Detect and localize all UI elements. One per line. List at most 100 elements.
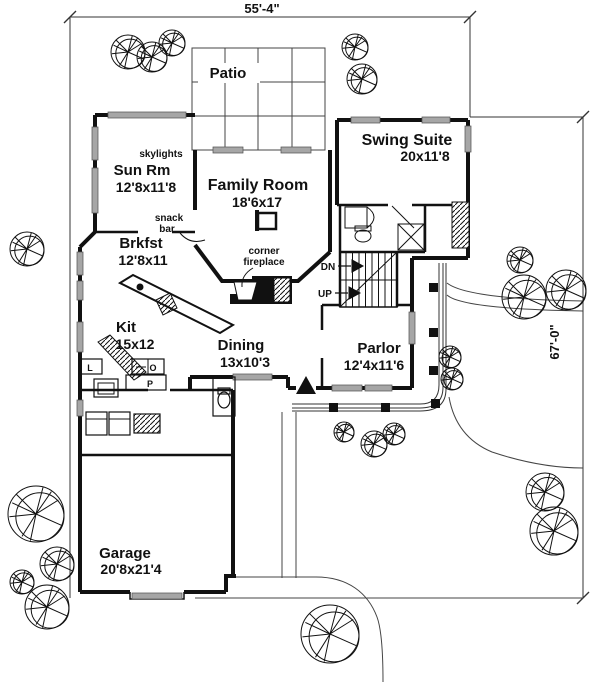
fireplace-hatch [274, 278, 290, 302]
wardrobe-hatch [451, 201, 470, 249]
note-skylights: skylights [139, 149, 183, 160]
room-label-dining: Dining [218, 337, 265, 354]
site-paving [195, 282, 584, 682]
tree-icon [528, 505, 580, 557]
room-label-parlor: Parlor [357, 340, 401, 357]
dryer-icon [108, 411, 131, 436]
corner-fireplace [230, 267, 292, 304]
room-size-family-room: 18'6x17 [232, 194, 282, 210]
tree-icon [506, 246, 534, 274]
porch-post [329, 403, 338, 412]
window-sunroom-left-1 [91, 126, 99, 161]
kitchen-fixtures [79, 273, 236, 398]
window-sunroom-left-2 [91, 167, 99, 214]
room-size-breakfast: 12'8x11 [118, 252, 167, 268]
room-label-patio: Patio [210, 65, 247, 82]
dimension-tick-marks [63, 10, 590, 605]
tree-icon [39, 546, 75, 582]
front-entry-marker [296, 376, 316, 394]
laundry-fixtures [85, 411, 161, 436]
lot-boundary [63, 10, 590, 605]
dimension-right-label: 67'-0" [547, 324, 562, 359]
dn-arrowhead [351, 259, 365, 273]
room-size-kitchen: 15x12 [116, 336, 155, 352]
porch-post [429, 283, 438, 292]
tree-icon [341, 33, 369, 61]
porch-post [429, 328, 438, 337]
bath-door-swing [391, 205, 415, 229]
window-family-2 [280, 146, 312, 154]
patio-grid [191, 47, 326, 151]
porch-post [431, 399, 440, 408]
note-label-o: O [149, 363, 156, 373]
up-arrowhead [348, 286, 362, 300]
dimension-top-label: 55'-4" [244, 1, 279, 16]
room-label-kitchen: Kit [116, 319, 136, 336]
porch-posts [329, 283, 440, 412]
counter-hatch-band [97, 334, 147, 381]
driveway-curve [236, 576, 384, 682]
sink-icon [136, 283, 144, 291]
garage-door-band [131, 592, 183, 600]
tree-icon [23, 583, 71, 631]
cooktop-hatch [155, 292, 178, 316]
stair-direction-arrows [335, 259, 365, 300]
cabinet-l [79, 358, 103, 375]
window-parlor-right [408, 311, 416, 345]
window-parlor-bottom-1 [331, 384, 363, 392]
tree-icon [299, 603, 361, 665]
bathroom-fixtures [354, 205, 425, 251]
window-swing-1 [350, 116, 381, 124]
window-dining-front [232, 373, 273, 381]
note-fireplace-2: fireplace [243, 257, 285, 268]
room-label-sun-room: Sun Rm [114, 162, 171, 179]
tree-icon [382, 422, 406, 446]
note-snack-bar-1: snack [155, 213, 184, 224]
interior-walls [80, 203, 468, 600]
swing-suite-closets [344, 201, 470, 249]
note-label-l: L [87, 363, 93, 373]
porch-post [429, 366, 438, 375]
tree-icon [9, 231, 45, 267]
note-stairs-down: DN [321, 262, 335, 273]
parlor-walls [320, 303, 412, 388]
note-fireplace-1: corner [248, 246, 279, 257]
room-size-dining: 13x10'3 [220, 354, 270, 370]
shower-icon [397, 223, 425, 251]
side-walkway [446, 282, 584, 312]
snack-bar-pointer-arrow [179, 232, 206, 242]
tree-icon [9, 569, 35, 595]
powder-room [212, 376, 236, 417]
windows [76, 111, 472, 600]
room-label-family-room: Family Room [208, 177, 308, 194]
window-swing-2 [421, 116, 451, 124]
room-label-garage: Garage [99, 545, 151, 562]
window-breakfast-bay-1 [76, 251, 84, 276]
fireplace-pointer-arrow [241, 267, 254, 288]
yard-curve [448, 396, 584, 469]
room-size-swing-suite: 20x11'8 [400, 148, 449, 164]
porch-post [381, 403, 390, 412]
toilet-icon [354, 229, 372, 243]
room-label-breakfast: Brkfst [119, 235, 162, 252]
laundry-closet-hatch [133, 413, 161, 434]
window-breakfast-bay-2 [76, 280, 84, 301]
snack-bar [179, 211, 278, 242]
room-size-sun-room: 12'8x11'8 [116, 179, 177, 195]
cabinet-p [125, 374, 167, 391]
window-family-1 [212, 146, 244, 154]
window-kitchen-left [76, 321, 84, 353]
window-mudroom-left [76, 399, 84, 417]
patio-label-backing [198, 63, 260, 83]
room-size-parlor: 12'4x11'6 [344, 357, 405, 373]
tree-icon [438, 345, 462, 369]
window-sunroom-top [107, 111, 187, 119]
room-label-swing-suite: Swing Suite [362, 132, 453, 149]
tree-icon [110, 34, 146, 70]
tree-icon [346, 63, 378, 95]
tree-icon [440, 367, 464, 391]
note-stairs-up: UP [318, 289, 332, 300]
tree-icon [500, 273, 548, 321]
